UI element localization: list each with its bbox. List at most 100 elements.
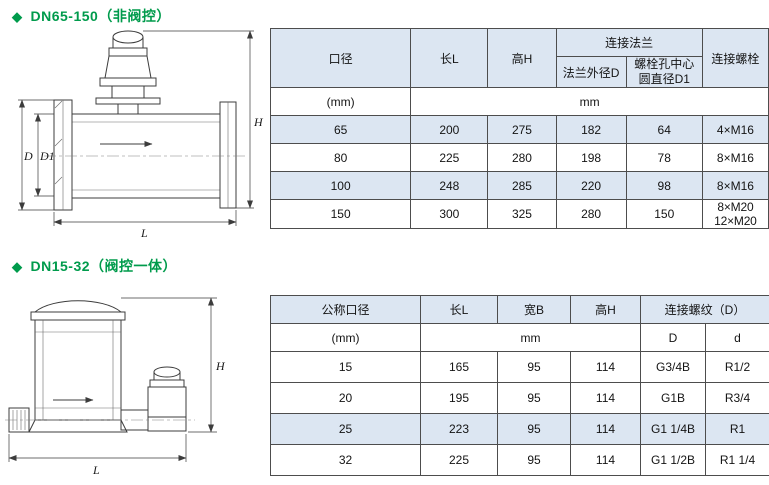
section-title-text: DN65-150（非阀控）	[30, 8, 171, 24]
left-flange	[53, 99, 73, 211]
cell: 285	[487, 171, 557, 200]
meter-diagram-dn15-32: H L	[5, 288, 260, 483]
cell: 114	[570, 382, 641, 414]
cell: 275	[487, 115, 557, 144]
cell: 8×M16	[701, 143, 769, 172]
col-header-bolts: 连接螺栓	[701, 28, 769, 88]
cell: 223	[420, 413, 498, 445]
cell: R1	[704, 413, 769, 445]
cell: G3/4B	[640, 351, 706, 383]
cell: 20	[270, 382, 421, 414]
table-row: 100 248 285 220 98 8×M16	[269, 171, 769, 200]
unit-row: (mm) mm D d	[270, 323, 769, 352]
spec-table-dn65-150: 口径 长L 高H 连接法兰 连接螺栓 法兰外径D 螺栓孔中心 圆直径D1 (mm…	[269, 28, 769, 229]
cell: 225	[410, 143, 489, 172]
bolt-circle-line2: 圆直径D1	[638, 72, 690, 86]
cell: 95	[497, 382, 571, 414]
dim-label-D: D	[23, 149, 33, 163]
col-header-flange-od: 法兰外径D	[555, 56, 627, 88]
dim-label-L: L	[92, 463, 100, 477]
table-row: 15 165 95 114 G3/4B R1/2	[270, 351, 769, 383]
unit-cell-diameter: (mm)	[269, 87, 412, 116]
cell: 114	[570, 444, 641, 476]
header-row-2: 法兰外径D 螺栓孔中心 圆直径D1	[271, 56, 769, 88]
cell: R3/4	[704, 382, 769, 414]
register-head	[95, 30, 161, 115]
cell: 98	[625, 171, 703, 200]
col-header-thread-group: 连接螺纹（D）	[639, 295, 769, 324]
col-header-length: 长L	[420, 295, 498, 324]
cell: 150	[625, 199, 703, 229]
section-title-text: DN15-32（阀控一体）	[30, 258, 178, 274]
col-header-nominal-diameter: 公称口径	[270, 295, 421, 324]
col-header-width: 宽B	[497, 295, 571, 324]
unit-cell-mm: mm	[410, 87, 769, 116]
flanged-meter-drawing: D D1 H L	[18, 30, 264, 240]
cell: 114	[570, 351, 641, 383]
spec-table-dn15-32: 公称口径 长L 宽B 高H 连接螺纹（D） (mm) mm D d 15 165…	[270, 295, 769, 476]
dim-label-L: L	[140, 226, 148, 240]
diamond-bullet-icon: ◆	[12, 258, 23, 274]
cell: 95	[497, 351, 571, 383]
col-header-flange-group: 连接法兰	[555, 28, 703, 57]
cell: 220	[555, 171, 627, 200]
table-row: 20 195 95 114 G1B R3/4	[270, 382, 769, 414]
bolt-circle-line1: 螺栓孔中心	[634, 57, 695, 72]
diamond-bullet-icon: ◆	[12, 8, 23, 24]
cell: 65	[269, 115, 412, 144]
cell: 114	[570, 413, 641, 445]
cell: G1 1/2B	[640, 444, 706, 476]
dim-label-D1: D1	[39, 149, 55, 163]
cell: 165	[420, 351, 498, 383]
table-row: 25 223 95 114 G1 1/4B R1	[270, 413, 769, 445]
register-head	[147, 366, 187, 432]
cell: 95	[497, 444, 571, 476]
dimension-D1: D1	[34, 113, 55, 197]
col-header-bolt-circle: 螺栓孔中心 圆直径D1	[625, 56, 703, 88]
right-flange	[219, 101, 237, 209]
cell: 198	[555, 143, 627, 172]
cell: 300	[410, 199, 489, 229]
header-row: 公称口径 长L 宽B 高H 连接螺纹（D）	[270, 295, 769, 324]
unit-cell-diameter: (mm)	[270, 323, 421, 352]
unit-row: (mm) mm	[269, 87, 769, 116]
dim-label-H: H	[253, 115, 264, 129]
cell: 195	[420, 382, 498, 414]
col-header-diameter: 口径	[269, 28, 412, 88]
cell: 248	[410, 171, 489, 200]
cell: 225	[420, 444, 498, 476]
table-row: 32 225 95 114 G1 1/2B R1 1/4	[270, 444, 769, 476]
dimension-L: L	[8, 434, 187, 477]
cell: 80	[269, 143, 412, 172]
cell: 280	[487, 143, 557, 172]
cell: 95	[497, 413, 571, 445]
cell: 15	[270, 351, 421, 383]
cell: 78	[625, 143, 703, 172]
dimension-H: H	[143, 30, 264, 209]
cell: R1 1/4	[704, 444, 769, 476]
meter-diagram-dn65-150: D D1 H L	[8, 24, 270, 240]
table-row: 150 300 325 280 150 8×M20 12×M20	[269, 199, 769, 229]
cell: 150	[269, 199, 412, 229]
dimension-D: D	[18, 99, 54, 211]
col-header-thread-D: D	[640, 323, 706, 352]
dimension-H: H	[121, 297, 226, 433]
cell: 280	[555, 199, 627, 229]
section-title-dn15-32: ◆ DN15-32（阀控一体）	[12, 256, 177, 276]
cell: 64	[625, 115, 703, 144]
cell: G1B	[640, 382, 706, 414]
cell: 100	[269, 171, 412, 200]
col-header-height: 高H	[487, 28, 557, 88]
cell: 325	[487, 199, 557, 229]
cell: 182	[555, 115, 627, 144]
header-row-1: 口径 长L 高H 连接法兰 连接螺栓	[269, 28, 769, 88]
col-header-thread-d: d	[704, 323, 769, 352]
cell: 32	[270, 444, 421, 476]
cell: 4×M16	[701, 115, 769, 144]
cell: R1/2	[704, 351, 769, 383]
section-title-dn65-150: ◆ DN65-150（非阀控）	[12, 6, 171, 26]
col-header-height: 高H	[570, 295, 641, 324]
dim-label-H: H	[215, 359, 226, 373]
valve-control-meter-drawing: H L	[5, 297, 226, 477]
cell: 8×M20 12×M20	[701, 199, 769, 229]
